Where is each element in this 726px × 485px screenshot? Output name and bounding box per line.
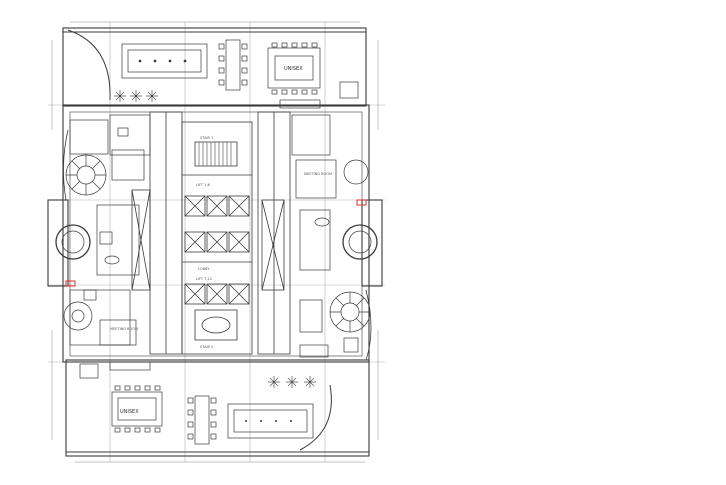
red-markers: [65, 199, 367, 287]
bottom-zone: [79, 361, 316, 445]
right-curved-core-wall: [365, 289, 372, 361]
top-curved-wall: [67, 29, 111, 101]
central-core: [131, 111, 291, 355]
room-right-label: MEETING ROOM: [304, 172, 332, 176]
right-wing: [291, 114, 378, 358]
top-sign-label: UNISEX: [284, 66, 303, 72]
outer-walls: [47, 27, 383, 457]
bottom-curved-wall: [299, 384, 332, 451]
room-left-label: MEETING ROOM: [110, 327, 138, 331]
left-wing: [55, 114, 151, 346]
dimension-ticks: [51, 21, 379, 463]
lobby-center-label: LOBBY: [198, 267, 210, 271]
bottom-sign-label: UNISEX: [120, 409, 139, 415]
lift-top-label: LIFT 1-6: [196, 183, 210, 187]
stair-top-label: STAIR 1: [200, 136, 213, 140]
stair-bottom-label: STAIR 2: [200, 345, 213, 349]
lift-bottom-label: LIFT 7-12: [196, 277, 212, 281]
top-zone: [114, 39, 359, 109]
left-curved-core-wall: [63, 129, 69, 201]
